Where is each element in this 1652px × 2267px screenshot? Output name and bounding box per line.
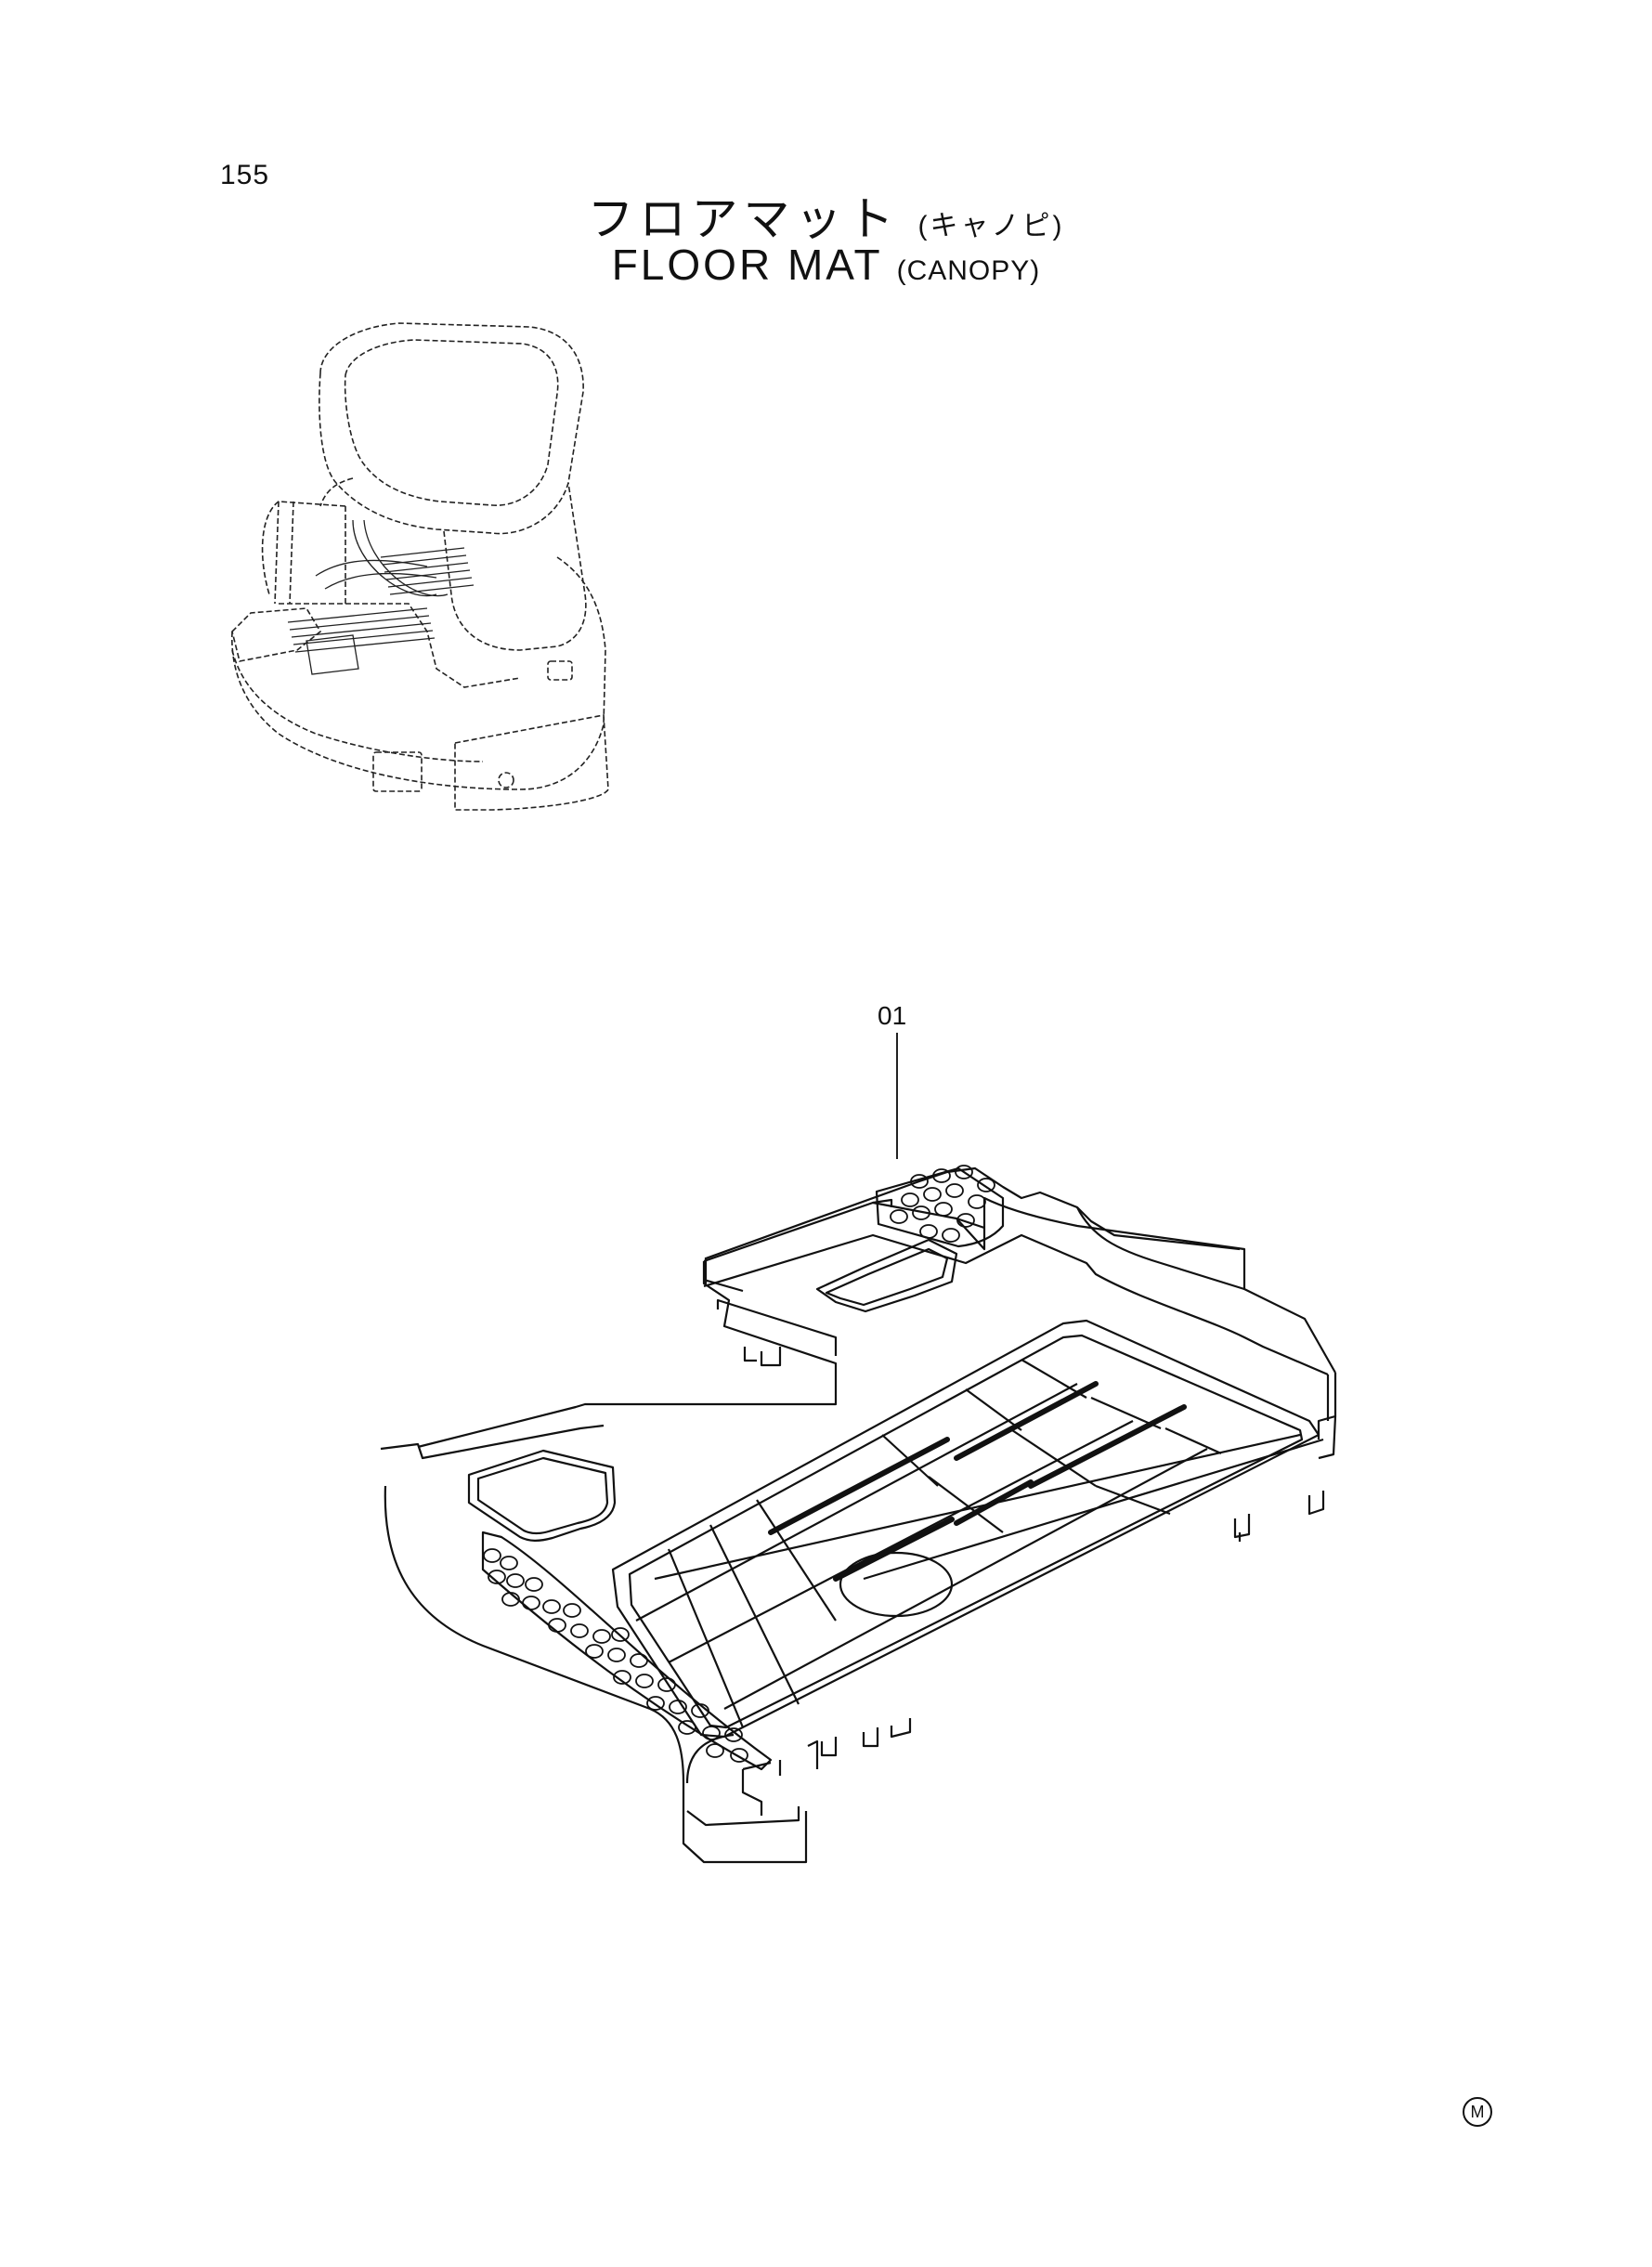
title-japanese: フロアマット (キャノピ) — [0, 182, 1652, 249]
title-jp-sub: (キャノピ) — [917, 211, 1065, 241]
title-en-sub: (CANOPY) — [896, 255, 1041, 286]
page-number: 155 — [220, 160, 270, 190]
title-jp-main: フロアマット — [587, 193, 900, 245]
canopy-machine-overview-icon — [231, 322, 609, 811]
left-strip-holes — [483, 1548, 748, 1763]
floor-mat-part-icon — [380, 1166, 1337, 1864]
title-english: FLOOR MAT (CANOPY) — [0, 240, 1652, 290]
title-en-main: FLOOR MAT — [611, 241, 882, 289]
callout-label-01: 01 — [878, 1001, 907, 1030]
upper-panel-holes — [890, 1165, 995, 1243]
manufacturer-mark: M — [1463, 2097, 1492, 2127]
floor-mat-texture-icon — [287, 519, 475, 675]
